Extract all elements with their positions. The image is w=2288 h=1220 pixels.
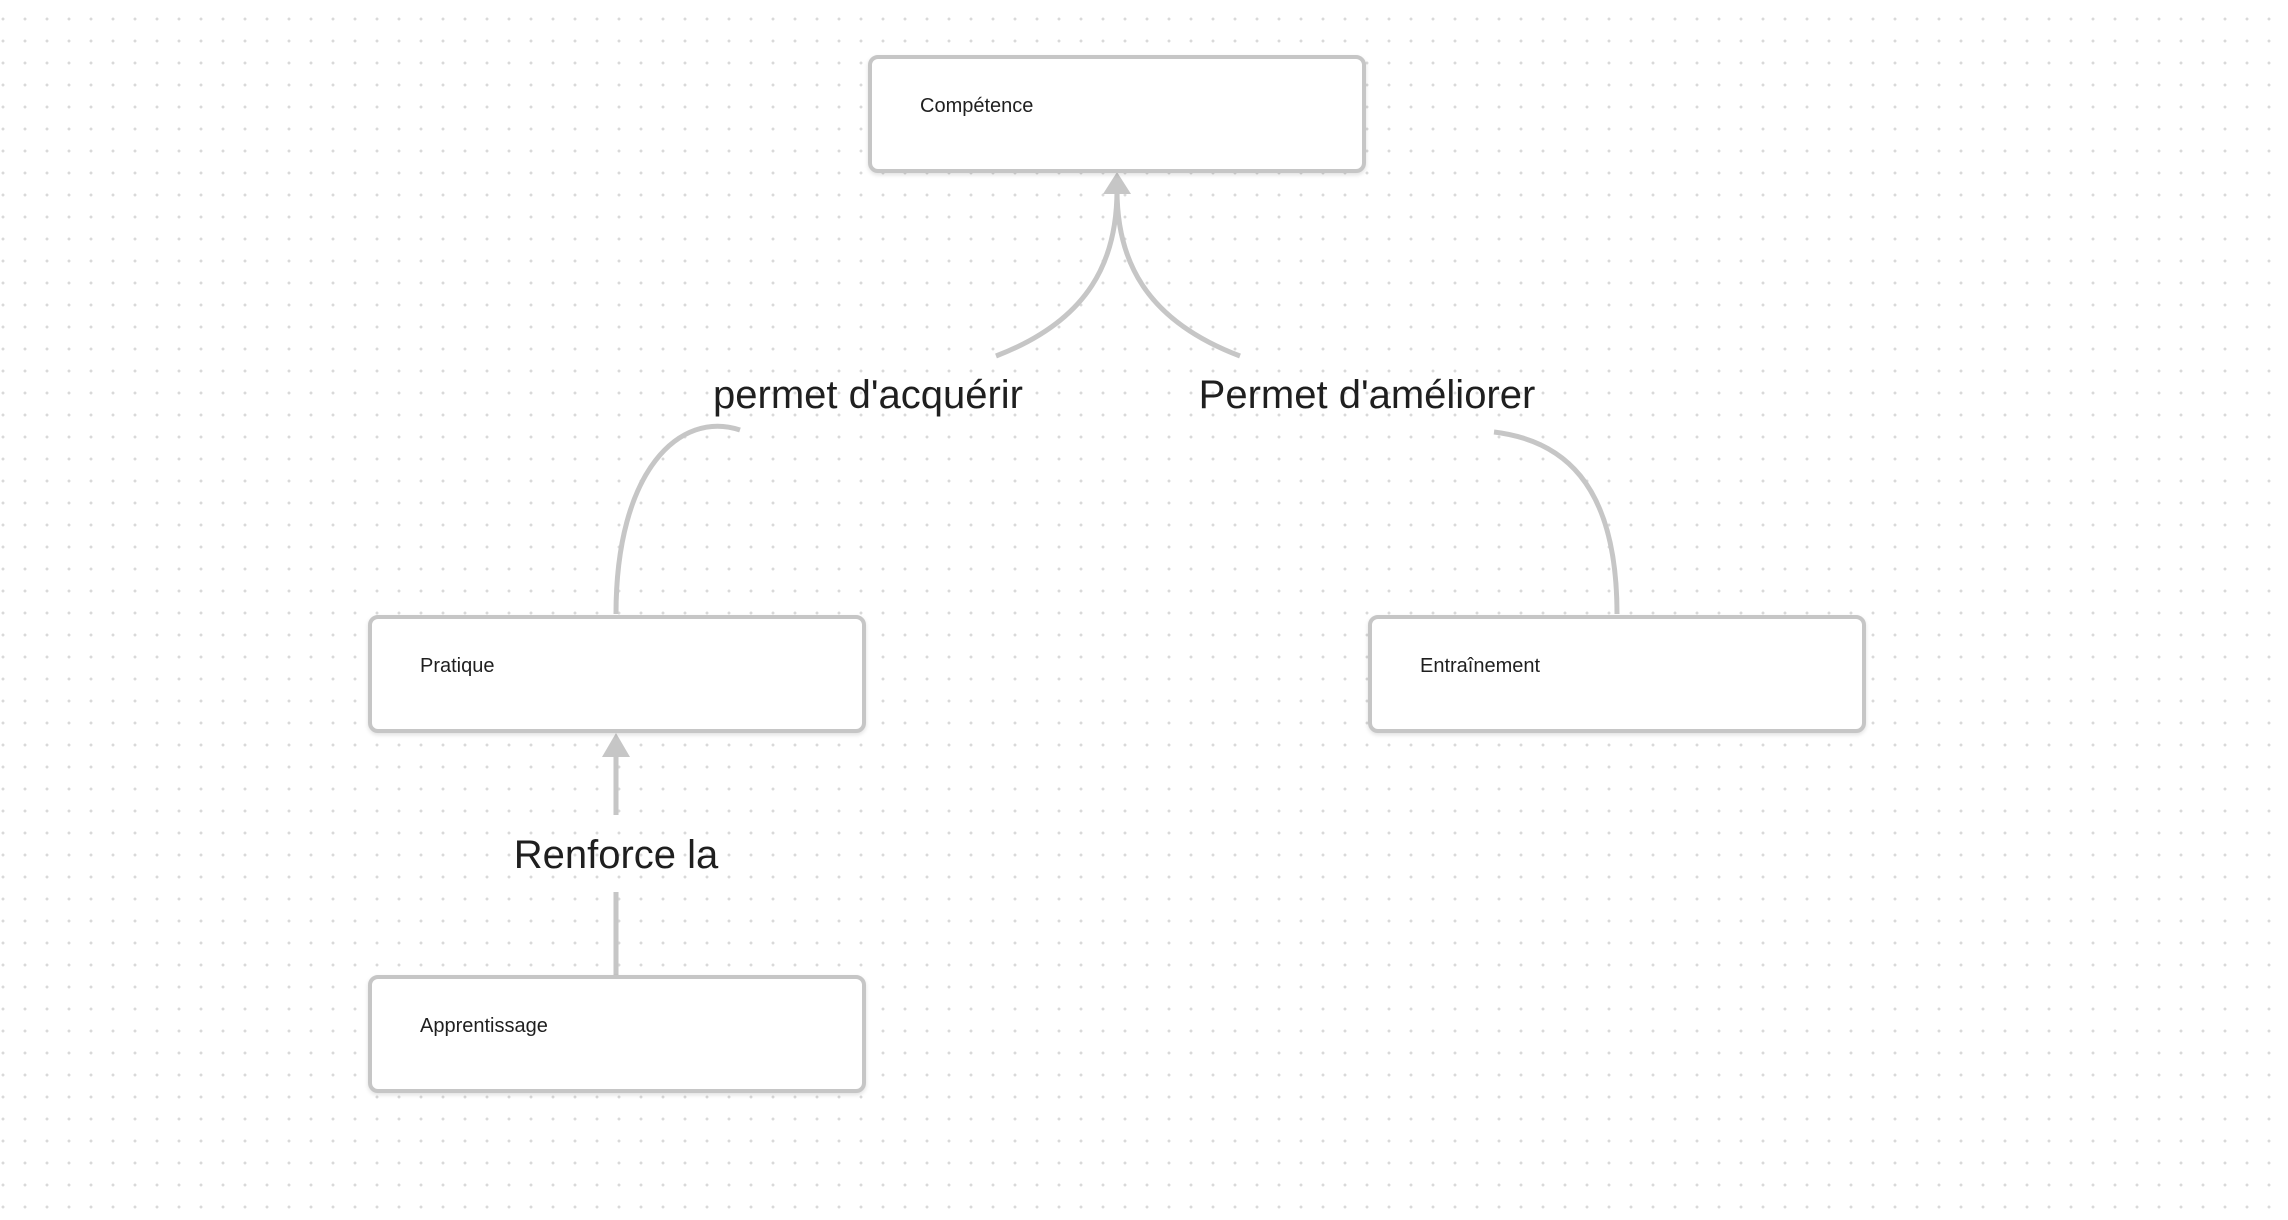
- node-label: Compétence: [920, 95, 1034, 117]
- connector-pratique-to-competence[interactable]: [613, 189, 1120, 615]
- node-label: Pratique: [420, 655, 495, 677]
- arrowhead-pratique: [602, 733, 630, 757]
- node-apprentissage[interactable]: Apprentissage: [368, 975, 866, 1093]
- node-label: Entraînement: [1420, 655, 1541, 677]
- node-label: Apprentissage: [420, 1015, 548, 1037]
- node-competence[interactable]: Compétence: [868, 55, 1366, 173]
- arrowhead-competence: [1103, 172, 1131, 194]
- node-pratique[interactable]: Pratique: [368, 615, 866, 733]
- connector-entrainement-to-competence[interactable]: [1114, 189, 1620, 615]
- edge-label-apprentissage-to-pratique[interactable]: Renforce la: [513, 833, 719, 877]
- edge-label-entrainement-to-competence[interactable]: Permet d'améliorer: [1198, 373, 1536, 417]
- node-entrainement[interactable]: Entraînement: [1368, 615, 1866, 733]
- edge-label-pratique-to-competence[interactable]: permet d'acquérir: [713, 373, 1023, 417]
